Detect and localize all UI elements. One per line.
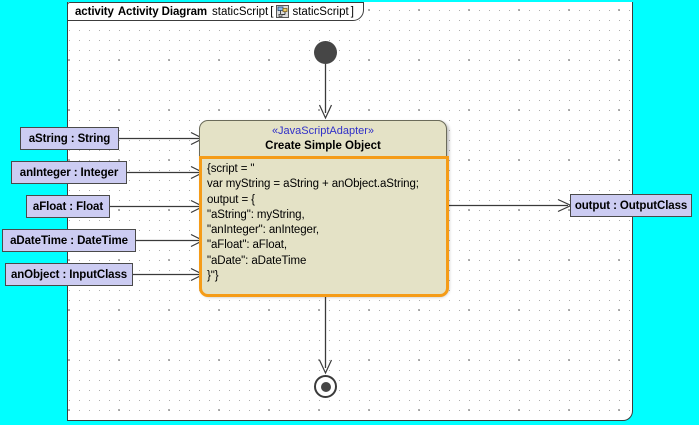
activity-stereotype: «JavaScriptAdapter» — [271, 125, 375, 137]
activity-header: «JavaScriptAdapter» Create Simple Object — [200, 121, 446, 155]
input-pin-adatetime[interactable]: aDateTime : DateTime — [2, 229, 136, 252]
activity-node-create-simple-object[interactable]: «JavaScriptAdapter» Create Simple Object… — [199, 120, 449, 297]
activity-script-body[interactable]: {script = " var myString = aString + anO… — [199, 156, 449, 297]
activity-title: Create Simple Object — [265, 140, 381, 152]
frame-bracket-open: [ — [270, 5, 274, 18]
input-pin-astring[interactable]: aString : String — [20, 127, 119, 150]
script-line: output = { — [207, 193, 255, 206]
script-line: "aFloat": aFloat, — [207, 239, 287, 252]
frame-name: staticScript — [212, 5, 269, 18]
script-line: }"} — [207, 270, 219, 283]
input-pin-anobject[interactable]: anObject : InputClass — [5, 263, 133, 286]
frame-kind: Activity Diagram — [117, 5, 207, 18]
input-pin-afloat[interactable]: aFloat : Float — [26, 195, 110, 218]
script-line: "aString": myString, — [207, 208, 305, 221]
script-line: "anInteger": anInteger, — [207, 224, 320, 237]
input-pin-aninteger[interactable]: anInteger : Integer — [11, 161, 127, 184]
script-line: "aDate": aDateTime — [207, 254, 307, 267]
initial-node[interactable] — [314, 41, 337, 64]
activity-final-node[interactable] — [314, 375, 337, 398]
output-pin-output[interactable]: output : OutputClass — [570, 194, 692, 217]
activity-final-node-core — [320, 381, 331, 392]
activity-diagram-icon — [276, 5, 290, 18]
frame-qualifier: staticScript — [292, 5, 349, 18]
script-line: var myString = aString + anObject.aStrin… — [207, 178, 419, 191]
frame-bracket-close: ] — [350, 5, 354, 18]
frame-keyword: activity — [75, 5, 114, 18]
script-line: {script = " — [207, 163, 255, 175]
frame-header-tab[interactable]: activity Activity Diagram staticScript [… — [67, 2, 364, 21]
